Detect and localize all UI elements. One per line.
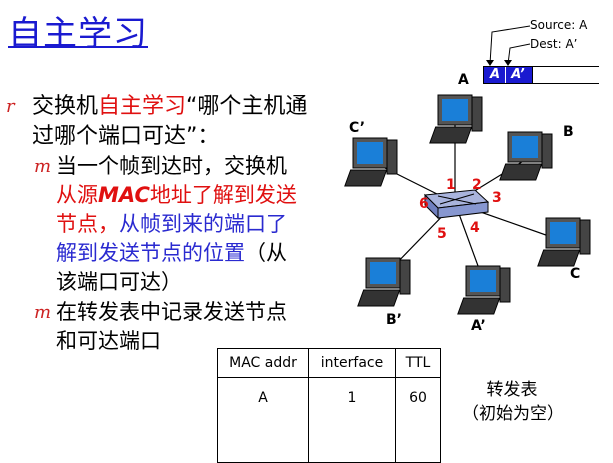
frame-dest-label: Dest: A’ — [530, 37, 578, 51]
sub-bullet-marker: m — [34, 302, 52, 323]
port-label: 5 — [437, 226, 447, 242]
bullet-text-part: “哪个主机通过哪个端口可达”： — [32, 94, 308, 149]
computer-icon — [499, 131, 553, 181]
bullet-marker: r — [6, 96, 15, 117]
sub-bullet-1-text: 当一个帧到达时，交换机从源MAC地址了解到发送节点，从帧到来的端口了解到发送节点… — [56, 152, 306, 297]
port-label: 4 — [470, 220, 480, 236]
host-label-a: A — [458, 72, 469, 88]
port-label: 3 — [492, 190, 502, 206]
sub-text-part: 当一个帧到达时，交换机 — [56, 154, 287, 178]
sub-bullet-marker: m — [34, 156, 52, 177]
frame-divider — [505, 67, 506, 83]
computer-icon — [537, 217, 591, 267]
table-cell: A — [217, 377, 309, 463]
host-label-b-prime: B’ — [386, 312, 402, 328]
host-label-c: C — [570, 266, 581, 282]
caption-line: 转发表 — [486, 380, 538, 400]
port-label: 6 — [419, 196, 429, 212]
column-header: interface — [308, 348, 396, 378]
network-diagram — [344, 94, 591, 315]
table-row: A 1 60 — [217, 377, 441, 463]
frame-source-cell: A — [489, 67, 501, 82]
sub-bullet-2-text: 在转发表中记录发送节点和可达端口 — [56, 300, 287, 353]
frame-payload — [532, 67, 599, 83]
port-label: 1 — [446, 177, 456, 193]
page-title: 自主学习 — [8, 14, 148, 54]
sub-text-red: 地址了解到发送节点， — [56, 183, 297, 236]
main-bullet-text: 交换机自主学习“哪个主机通过哪个端口可达”： — [32, 92, 312, 152]
bullet-text-highlight: 自主学习 — [98, 94, 187, 119]
ethernet-frame: A A’ — [483, 66, 599, 84]
sub-text-red: 从源 — [56, 183, 98, 207]
sub-text-blue: 从帧到来的端口了解到发送节点的位置 — [56, 212, 287, 265]
computer-icon — [429, 94, 483, 144]
computer-icon — [457, 265, 511, 315]
frame-pointer-arrows — [486, 25, 531, 66]
sub-text-mac: MAC — [98, 183, 150, 207]
bullet-text-part: 交换机 — [32, 94, 99, 119]
table-caption: 转发表 （初始为空） — [462, 378, 564, 426]
computer-icon — [357, 257, 411, 307]
switch-icon — [423, 189, 490, 220]
frame-source-label: Source: A — [530, 18, 588, 32]
table-header-row: MAC addr interface TTL — [217, 348, 441, 378]
frame-dest-cell: A’ — [511, 67, 525, 82]
table-cell: 1 — [308, 377, 396, 463]
column-header: TTL — [395, 348, 441, 378]
forwarding-table: MAC addr interface TTL A 1 60 — [217, 348, 441, 463]
table-cell: 60 — [395, 377, 441, 463]
sub-text-part: （从该端口可达） — [56, 241, 287, 294]
port-label: 2 — [472, 177, 482, 193]
column-header: MAC addr — [217, 348, 309, 378]
caption-line: （初始为空） — [462, 404, 564, 424]
computer-icon — [344, 137, 398, 187]
host-label-c-prime: C’ — [349, 120, 366, 136]
host-label-a-prime: A’ — [471, 318, 486, 334]
host-label-b: B — [563, 124, 574, 140]
